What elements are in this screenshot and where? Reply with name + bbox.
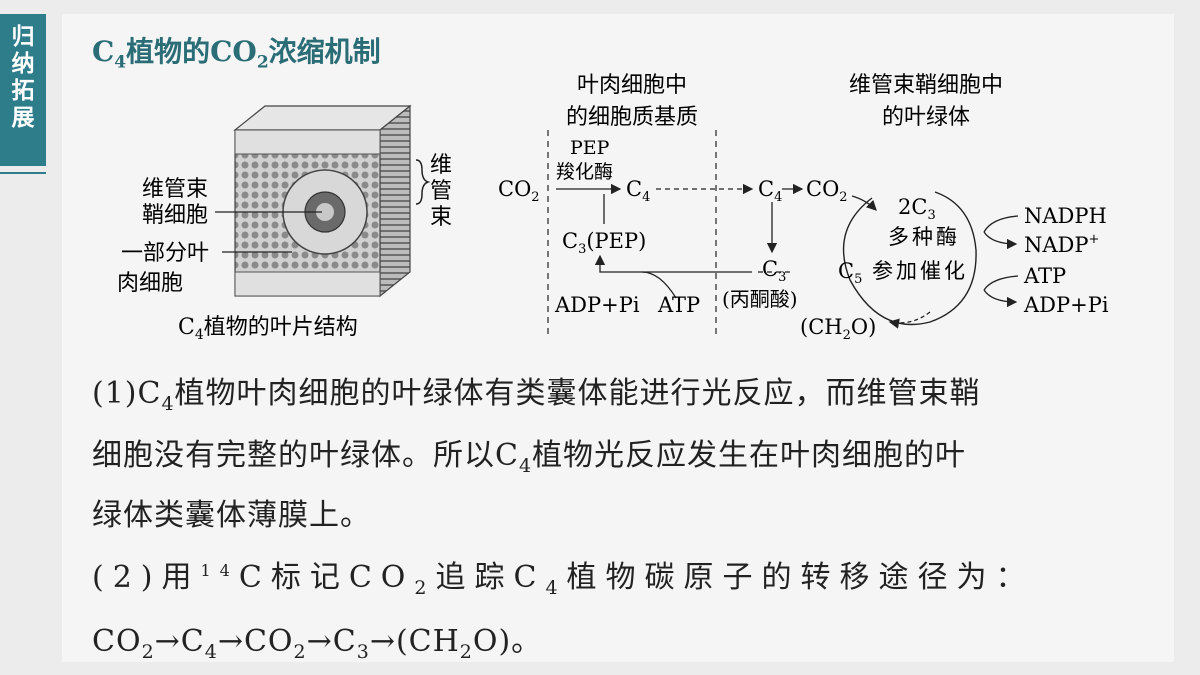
paragraph-1: (1)C4植物叶肉细胞的叶绿体有类囊体能进行光反应，而维管束鞘	[92, 376, 981, 415]
leaf-structure-illustration	[233, 104, 412, 298]
co2-sheath: CO2	[806, 177, 848, 205]
label-bundle-sheath-2: 鞘细胞	[142, 203, 208, 228]
mesophyll-header-2: 的细胞质基质	[566, 105, 698, 130]
label-mesophyll-2: 肉细胞	[117, 271, 183, 296]
pep-label: PEP	[570, 137, 610, 159]
section-tag: 归 纳 拓 展	[0, 14, 46, 166]
label-vascular-char: 维	[430, 153, 452, 178]
label-vascular-char: 束	[430, 205, 452, 230]
label-vascular-char: 管	[430, 179, 452, 204]
nadph-label: NADPH	[1024, 204, 1107, 228]
section-divider	[0, 172, 46, 174]
carboxylase-label: 羧化酶	[556, 161, 613, 183]
sheath-header-2: 的叶绿体	[882, 105, 970, 130]
paragraph-1-line-2: 细胞没有完整的叶绿体。所以C4植物光反应发生在叶肉细胞的叶	[92, 438, 967, 477]
multi-enzyme-label: 多种酶	[888, 225, 960, 249]
c3-pyruvate: C3	[762, 257, 786, 285]
co2-input: CO2	[498, 177, 540, 205]
paragraph-2: (2)用14C标记CO2追踪C4植物碳原子的转移途径为：	[92, 560, 1035, 599]
paragraph-1-line-3: 绿体类囊体薄膜上。	[92, 498, 371, 533]
section-tag-char: 归	[11, 24, 35, 50]
carbon-transfer-path: CO2→C4→CO2→C3→(CH2O)。	[92, 624, 543, 663]
atp-sheath: ATP	[1023, 264, 1066, 288]
pyruvate-label: (丙酮酸)	[722, 287, 798, 311]
ch2o-product: (CH2O)	[800, 315, 876, 343]
adp-pi-mesophyll: ADP+Pi	[554, 293, 640, 317]
label-bundle-sheath-1: 维管束	[142, 177, 208, 202]
two-c3: 2C3	[898, 195, 936, 223]
adp-pi-sheath: ADP+Pi	[1023, 293, 1109, 317]
nadp-label: NADP+	[1024, 232, 1099, 257]
c4-sheath: C4	[758, 177, 782, 205]
atp-mesophyll: ATP	[657, 293, 700, 317]
mesophyll-header-1: 叶肉细胞中	[577, 73, 687, 98]
c4-mesophyll: C4	[626, 177, 650, 205]
c4-diagram: 维管束 鞘细胞 一部分叶 肉细胞 维 管 束 C4植物的叶片结构 叶肉细胞中 的…	[117, 73, 1109, 343]
c5-label: C5	[838, 259, 862, 287]
label-mesophyll-1: 一部分叶	[121, 241, 209, 266]
leaf-caption: C4植物的叶片结构	[178, 315, 358, 343]
page-title: C4植物的CO2浓缩机制	[92, 35, 381, 73]
section-tag-char: 纳	[11, 51, 35, 77]
c3-pep: C3(PEP)	[562, 229, 646, 257]
sheath-header-1: 维管束鞘细胞中	[849, 73, 1003, 98]
section-tag-char: 展	[11, 105, 35, 131]
catalysis-label: 参加催化	[872, 259, 968, 283]
section-tag-char: 拓	[11, 78, 35, 104]
